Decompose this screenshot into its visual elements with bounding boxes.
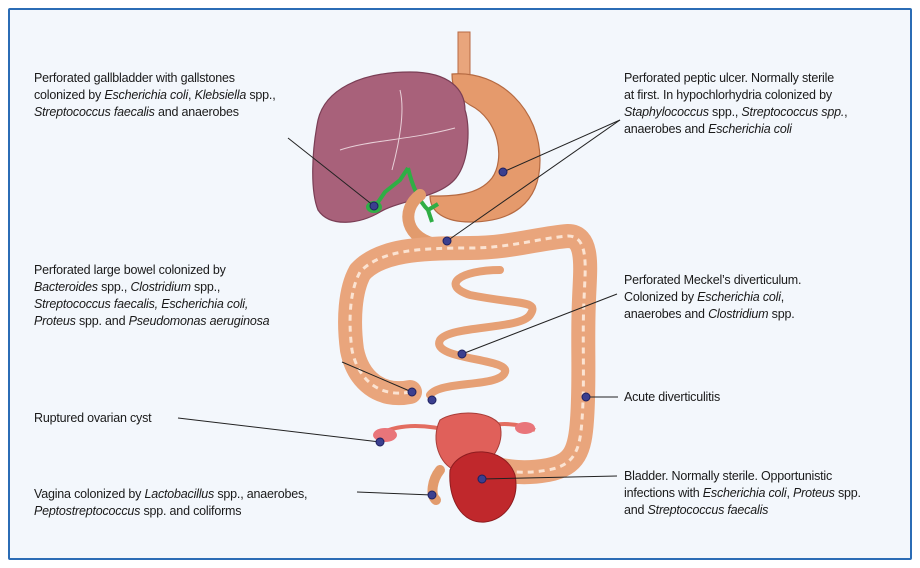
label-meckel: Perforated Meckel’s diverticulum. Coloni… (624, 272, 801, 323)
label-large-bowel-line3: Streptococcus faecalis, Escherichia coli… (34, 296, 269, 313)
label-bladder-line3: and Streptococcus faecalis (624, 502, 861, 519)
label-peptic-line1: Perforated peptic ulcer. Normally steril… (624, 70, 847, 87)
label-vagina-line1: Vagina colonized by Lactobacillus spp., … (34, 486, 307, 503)
label-gallbladder-line2: colonized by Escherichia coli, Klebsiell… (34, 87, 275, 104)
label-bladder-line1: Bladder. Normally sterile. Opportunistic (624, 468, 861, 485)
label-gallbladder-line1: Perforated gallbladder with gallstones (34, 70, 275, 87)
label-meckel-line2: Colonized by Escherichia coli, (624, 289, 801, 306)
label-ovarian-cyst: Ruptured ovarian cyst (34, 410, 151, 427)
label-peptic-line3: Staphylococcus spp., Streptococcus spp., (624, 104, 847, 121)
label-meckel-line3: anaerobes and Clostridium spp. (624, 306, 801, 323)
esophagus (458, 32, 470, 78)
label-large-bowel-line4: Proteus spp. and Pseudomonas aeruginosa (34, 313, 269, 330)
label-peptic-line4: anaerobes and Escherichia coli (624, 121, 847, 138)
label-ovarian-line1: Ruptured ovarian cyst (34, 410, 151, 427)
label-large-bowel: Perforated large bowel colonized by Bact… (34, 262, 269, 330)
bladder-organ (450, 452, 516, 522)
label-gallbladder: Perforated gallbladder with gallstones c… (34, 70, 275, 121)
label-vagina-line2: Peptostreptococcus spp. and coliforms (34, 503, 307, 520)
label-large-bowel-line2: Bacteroides spp., Clostridium spp., (34, 279, 269, 296)
label-bladder-line2: infections with Escherichia coli, Proteu… (624, 485, 861, 502)
label-diverticulitis: Acute diverticulitis (624, 389, 720, 406)
label-diverticulitis-line1: Acute diverticulitis (624, 389, 720, 406)
label-peptic-line2: at first. In hypochlorhydria colonized b… (624, 87, 847, 104)
label-large-bowel-line1: Perforated large bowel colonized by (34, 262, 269, 279)
label-meckel-line1: Perforated Meckel’s diverticulum. (624, 272, 801, 289)
label-peptic-ulcer: Perforated peptic ulcer. Normally steril… (624, 70, 847, 138)
ovary-right (515, 422, 535, 434)
label-gallbladder-line3: Streptococcus faecalis and anaerobes (34, 104, 275, 121)
label-bladder: Bladder. Normally sterile. Opportunistic… (624, 468, 861, 519)
label-vagina: Vagina colonized by Lactobacillus spp., … (34, 486, 307, 520)
